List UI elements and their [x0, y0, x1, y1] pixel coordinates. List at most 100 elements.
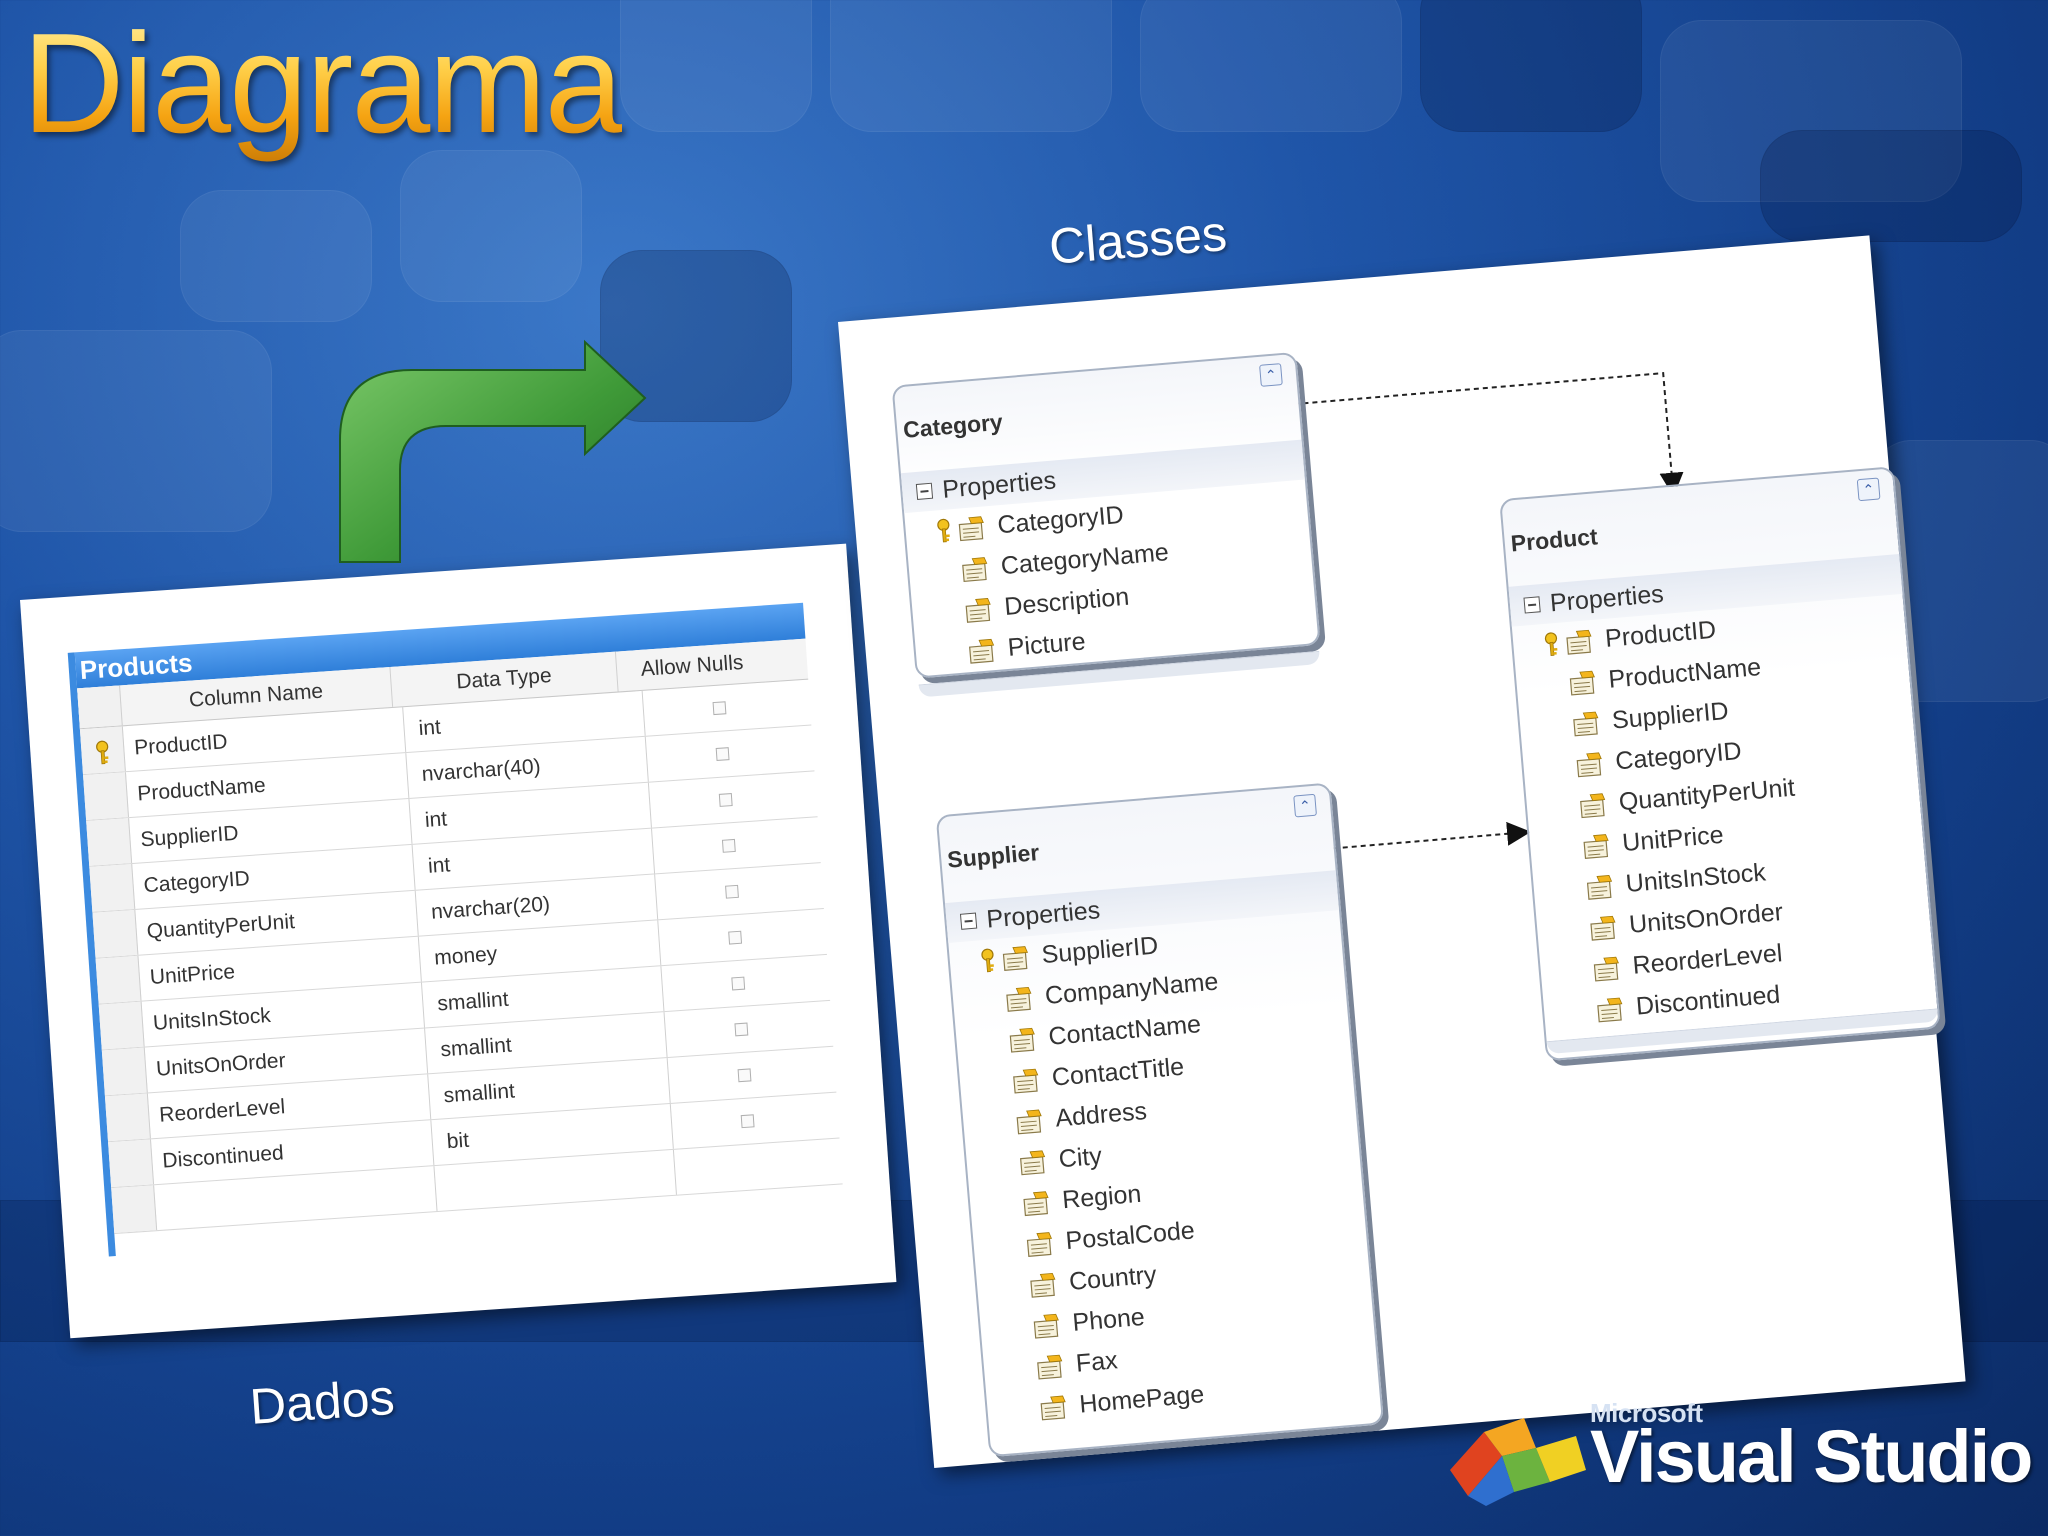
- class-property[interactable]: CategoryID: [1522, 716, 1916, 790]
- property-name: Region: [1061, 1179, 1143, 1215]
- classes-caption: Classes: [1047, 205, 1229, 275]
- background-tile: [400, 150, 582, 302]
- background-tile: [1140, 0, 1402, 132]
- data-type: money: [433, 941, 498, 970]
- property-name: Fax: [1074, 1346, 1119, 1378]
- property-icon: [1576, 791, 1608, 819]
- allow-nulls-checkbox[interactable]: [740, 1114, 755, 1129]
- property-icon: [1030, 1311, 1062, 1339]
- allow-nulls-checkbox[interactable]: [730, 976, 745, 991]
- class-property[interactable]: UnitPrice: [1529, 798, 1923, 872]
- column-name: ReorderLevel: [158, 1094, 286, 1127]
- property-name: UnitPrice: [1621, 820, 1725, 858]
- class-property[interactable]: CategoryID: [904, 479, 1308, 553]
- class-property[interactable]: QuantityPerUnit: [1526, 757, 1920, 831]
- class-property[interactable]: ProductID: [1512, 594, 1906, 668]
- allow-nulls-checkbox[interactable]: [727, 930, 742, 945]
- row-selector[interactable]: [79, 726, 126, 775]
- class-property[interactable]: Description: [911, 561, 1315, 635]
- row-selector[interactable]: [98, 1001, 145, 1050]
- class-property[interactable]: SupplierID: [1519, 676, 1913, 750]
- class-property[interactable]: Country: [976, 1237, 1370, 1311]
- row-selector[interactable]: [83, 772, 130, 821]
- class-property[interactable]: City: [966, 1114, 1360, 1188]
- class-property[interactable]: ReorderLevel: [1539, 921, 1933, 995]
- class-property[interactable]: CategoryName: [908, 520, 1312, 594]
- row-selector[interactable]: [104, 1093, 151, 1142]
- column-name: UnitsOnOrder: [155, 1048, 287, 1081]
- property-icon: [1037, 1393, 1069, 1421]
- allow-nulls-checkbox[interactable]: [712, 701, 726, 716]
- row-selector[interactable]: [95, 955, 142, 1004]
- class-property[interactable]: Fax: [983, 1319, 1377, 1393]
- class-property[interactable]: UnitsInStock: [1532, 839, 1926, 913]
- class-property[interactable]: Picture: [915, 602, 1319, 676]
- property-name: ProductID: [1604, 615, 1718, 653]
- background-tile: [1420, 0, 1642, 132]
- collapse-icon[interactable]: ⌃: [1856, 477, 1881, 502]
- class-property[interactable]: PostalCode: [972, 1196, 1366, 1270]
- columns-grid: Column Name Data Type Allow Nulls Produc…: [77, 638, 843, 1235]
- class-property[interactable]: ContactName: [955, 992, 1349, 1066]
- slide-title: Diagrama: [22, 2, 624, 166]
- microsoft-wordmark: Microsoft: [1590, 1398, 1703, 1428]
- collapse-minus-icon[interactable]: [959, 912, 978, 930]
- properties-label: Properties: [985, 895, 1102, 934]
- allow-nulls-cell[interactable]: [674, 1140, 827, 1195]
- class-property[interactable]: Address: [962, 1074, 1356, 1148]
- property-name: City: [1057, 1141, 1103, 1174]
- allow-nulls-checkbox[interactable]: [733, 1022, 748, 1037]
- allow-nulls-checkbox[interactable]: [737, 1068, 751, 1083]
- property-name: ContactTitle: [1050, 1052, 1186, 1092]
- visual-studio-logo-icon: [1450, 1418, 1586, 1506]
- column-name: Discontinued: [161, 1140, 285, 1173]
- property-icon: [1579, 832, 1611, 860]
- background-tile: [620, 0, 812, 132]
- class-property[interactable]: ProductName: [1515, 635, 1909, 709]
- property-icon: [962, 596, 994, 624]
- property-name: ReorderLevel: [1631, 939, 1784, 980]
- primary-key-icon: [933, 517, 955, 545]
- row-selector-header: [77, 685, 123, 729]
- class-property[interactable]: CompanyName: [952, 951, 1346, 1025]
- allow-nulls-checkbox[interactable]: [715, 747, 730, 762]
- column-name: ProductID: [133, 729, 229, 760]
- collapse-icon[interactable]: ⌃: [1293, 793, 1317, 818]
- allow-nulls-checkbox[interactable]: [718, 793, 733, 807]
- class-property[interactable]: ContactTitle: [959, 1033, 1353, 1107]
- row-selector[interactable]: [92, 909, 139, 958]
- background-tile: [1760, 130, 2022, 242]
- class-property[interactable]: UnitsOnOrder: [1536, 880, 1930, 954]
- row-selector[interactable]: [108, 1139, 155, 1188]
- collapse-minus-icon[interactable]: [1523, 596, 1541, 614]
- collapse-minus-icon[interactable]: [915, 482, 934, 500]
- primary-key-icon: [92, 739, 113, 764]
- property-icon: [965, 636, 997, 664]
- property-icon: [1562, 627, 1594, 655]
- property-icon: [958, 555, 990, 583]
- class-property[interactable]: Phone: [979, 1278, 1373, 1352]
- transform-arrow-icon: [339, 339, 647, 563]
- column-name: SupplierID: [139, 821, 240, 851]
- class-property[interactable]: HomePage: [986, 1360, 1380, 1434]
- products-table-window: Products Column Name Data Type Allow Nul…: [67, 602, 845, 1257]
- supplier-product-association: [1315, 821, 1532, 851]
- property-icon: [1590, 954, 1622, 982]
- row-selector[interactable]: [89, 863, 136, 912]
- allow-nulls-checkbox[interactable]: [724, 884, 739, 899]
- class-property[interactable]: Region: [969, 1155, 1363, 1229]
- row-selector[interactable]: [101, 1047, 148, 1096]
- allow-nulls-checkbox[interactable]: [721, 838, 736, 853]
- class-property[interactable]: Discontinued: [1543, 962, 1937, 1036]
- collapse-icon[interactable]: ⌃: [1259, 363, 1283, 387]
- row-selector[interactable]: [111, 1185, 158, 1234]
- products-table-panel: Products Column Name Data Type Allow Nul…: [20, 543, 897, 1339]
- class-property[interactable]: SupplierID: [948, 910, 1342, 984]
- column-name: UnitPrice: [149, 959, 236, 989]
- row-selector[interactable]: [86, 818, 133, 866]
